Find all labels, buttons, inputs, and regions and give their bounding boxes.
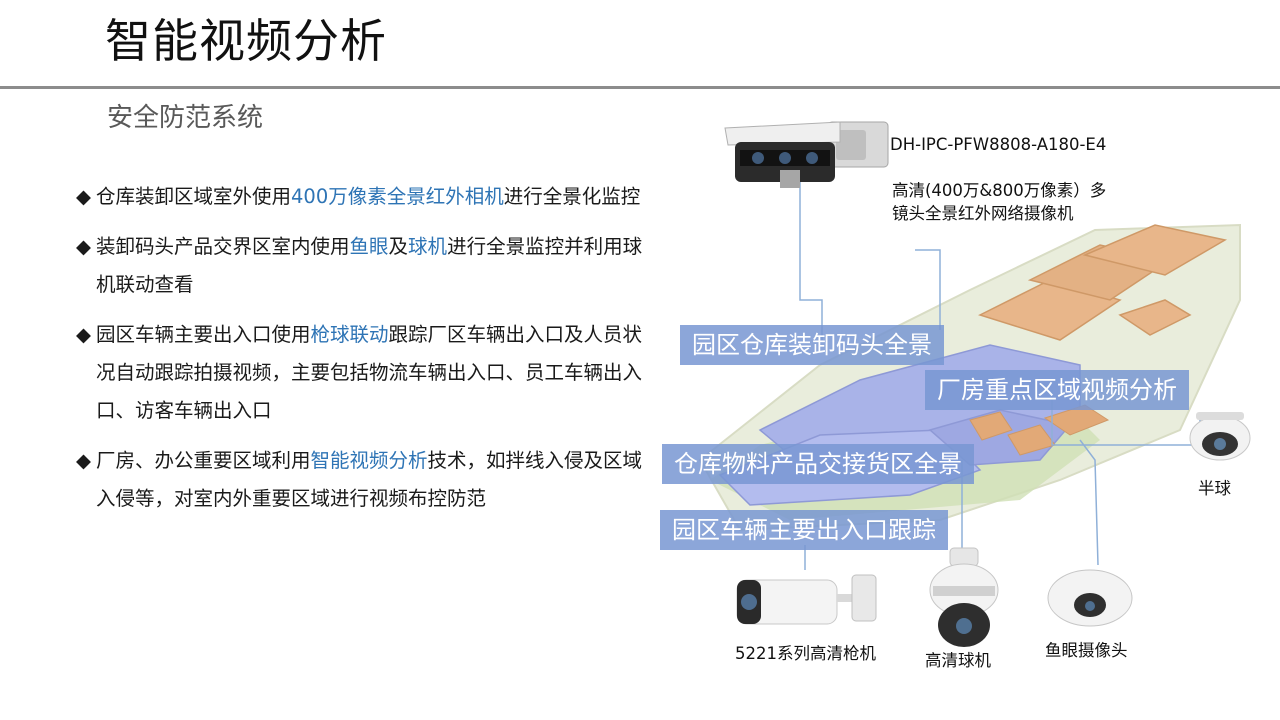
diamond-bullet-icon: ◆ — [76, 449, 91, 472]
connector-line — [799, 180, 823, 340]
dome-camera-icon — [1189, 412, 1251, 461]
dome-label: 半球 — [1198, 479, 1231, 498]
campus-camera-diagram: DH-IPC-PFW8808-A180-E4 高清(400万&800万像素）多 … — [640, 100, 1280, 720]
connector-line — [1079, 439, 1099, 566]
diamond-bullet-icon: ◆ — [76, 185, 91, 208]
bullet-item: ◆ 仓库装卸区域室外使用400万像素全景红外相机进行全景化监控 — [76, 178, 646, 216]
factory-building — [978, 279, 1122, 341]
bullet-camera-icon — [736, 574, 877, 625]
area-label-warehouse: 仓库物料产品交接货区全景 — [662, 444, 974, 484]
bullet-text: 技术，如拌线入侵及区域入侵等，对室内外重要区域进行视频布控防范 — [96, 449, 643, 510]
panoramic-model-label: DH-IPC-PFW8808-A180-E4 — [890, 135, 1107, 154]
bullet-text: 进行全景监控并利用球机联动查看 — [96, 235, 643, 296]
speed-dome-camera-icon — [929, 547, 999, 647]
factory-building — [1118, 299, 1192, 336]
bullet-highlight: 智能视频分析 — [310, 449, 428, 472]
bullet-list: ◆ 仓库装卸区域室外使用400万像素全景红外相机进行全景化监控 ◆ 装卸码头产品… — [76, 178, 646, 530]
bullet-text: 进行全景化监控 — [503, 185, 641, 208]
bullet-highlight: 鱼眼 — [349, 235, 389, 258]
diamond-bullet-icon: ◆ — [76, 235, 91, 258]
bullet-item: ◆ 装卸码头产品交界区室内使用鱼眼及球机进行全景监控并利用球机联动查看 — [76, 228, 646, 304]
bullet-text: 厂房、办公重要区域利用 — [96, 449, 311, 472]
bullet-highlight: 枪球联动 — [310, 323, 389, 346]
bullet-item: ◆ 园区车辆主要出入口使用枪球联动跟踪厂区车辆出入口及人员状况自动跟踪拍摄视频，… — [76, 316, 646, 430]
bullet-text: 园区车辆主要出入口使用 — [96, 323, 311, 346]
title-divider — [0, 86, 1280, 89]
speed-dome-label: 高清球机 — [925, 651, 991, 670]
bullet-text: 装卸码头产品交界区室内使用 — [96, 235, 350, 258]
bullet-text: 跟踪厂区车辆出入口及人员状况自动跟踪拍摄视频，主要包括物流车辆出入口、员工车辆出… — [96, 323, 643, 422]
bullet-text: 仓库装卸区域室外使用 — [96, 185, 292, 208]
fisheye-label: 鱼眼摄像头 — [1045, 641, 1128, 660]
area-label-factory: 厂房重点区域视频分析 — [925, 370, 1189, 410]
bullet-highlight: 球机 — [408, 235, 448, 258]
page-title: 智能视频分析 — [105, 14, 387, 68]
bullet-camera-label: 5221系列高清枪机 — [735, 644, 876, 663]
section-subtitle: 安全防范系统 — [107, 103, 264, 133]
diamond-bullet-icon: ◆ — [76, 323, 91, 346]
bullet-item: ◆ 厂房、办公重要区域利用智能视频分析技术，如拌线入侵及区域入侵等，对室内外重要… — [76, 442, 646, 518]
factory-building — [1082, 224, 1228, 276]
panoramic-desc-line2: 镜头全景红外网络摄像机 — [892, 204, 1074, 223]
area-label-dock: 园区仓库装卸码头全景 — [680, 325, 944, 365]
connector-line — [915, 249, 941, 330]
panoramic-desc-line1: 高清(400万&800万像素）多 — [892, 181, 1107, 200]
panoramic-camera-icon — [724, 121, 889, 188]
factory-building — [969, 411, 1013, 441]
bullet-highlight: 400万像素全景红外相机 — [291, 185, 504, 208]
bullet-text: 及 — [388, 235, 409, 258]
fisheye-camera-icon — [1047, 569, 1133, 627]
area-label-entrance: 园区车辆主要出入口跟踪 — [660, 510, 948, 550]
